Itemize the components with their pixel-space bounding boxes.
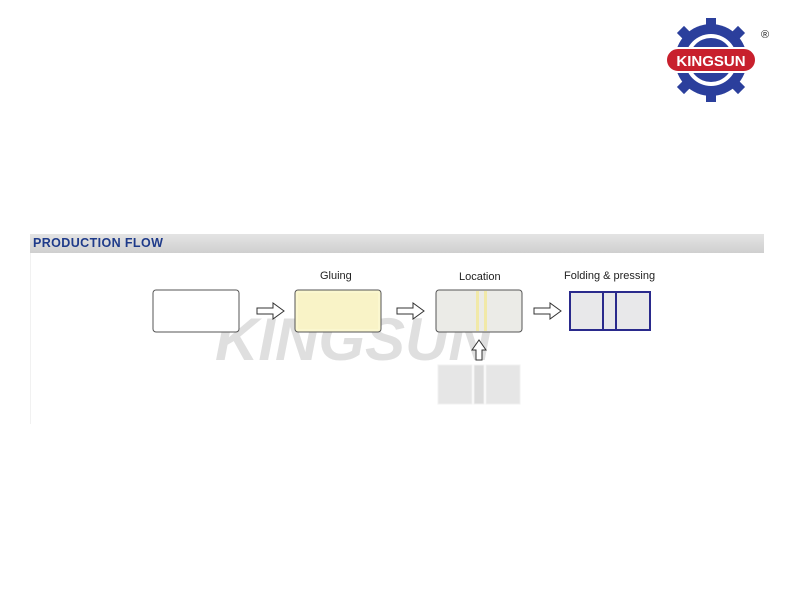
logo-wordmark: KINGSUN	[676, 53, 745, 70]
production-flow-section: PRODUCTION FLOW KINGSUN Gluing Locat	[30, 234, 764, 424]
kingsun-logo: KINGSUN ®	[663, 16, 773, 104]
logo-banner	[665, 47, 757, 73]
kingsun-logo-graphic: KINGSUN ®	[665, 18, 769, 102]
section-header-bar: PRODUCTION FLOW	[30, 234, 764, 253]
incoming-panel	[437, 364, 473, 405]
incoming-spine	[473, 364, 485, 405]
stage-label-location: Location	[459, 271, 501, 283]
incoming-panel	[485, 364, 521, 405]
stage-label-folding-pressing: Folding & pressing	[564, 270, 656, 282]
glue-stripe	[484, 291, 487, 331]
flow-body	[30, 253, 765, 424]
stage-blank-sheet	[152, 289, 240, 333]
arrow-up-icon	[471, 339, 487, 361]
arrow-right-icon	[396, 302, 425, 320]
arrow-right-icon	[256, 302, 285, 320]
section-title: PRODUCTION FLOW	[33, 236, 164, 250]
glue-area	[298, 293, 378, 329]
stage-folding-pressing	[569, 291, 651, 331]
glue-stripe	[476, 291, 479, 331]
stage-label-gluing: Gluing	[320, 270, 352, 282]
arrow-right-icon	[533, 302, 562, 320]
registered-mark: ®	[761, 29, 769, 41]
flow-diagram: KINGSUN	[152, 289, 651, 405]
